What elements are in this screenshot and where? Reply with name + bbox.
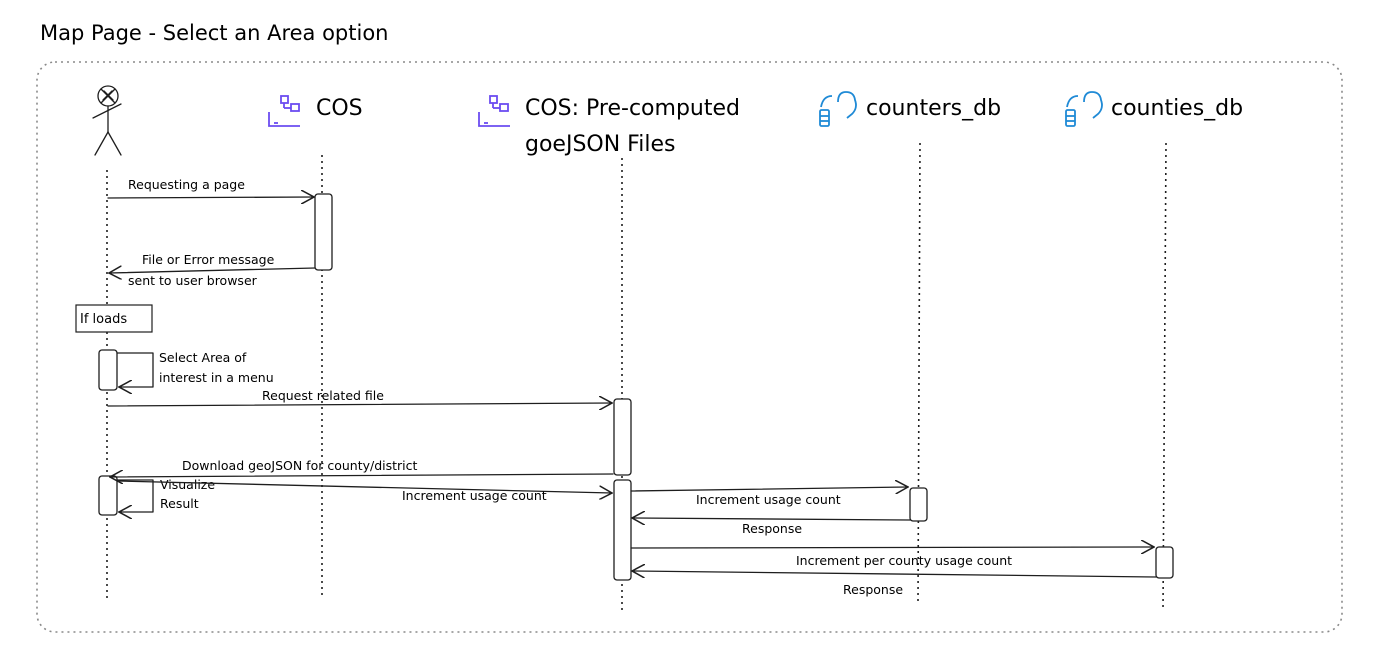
object-storage-icon [268,95,300,127]
activation-user-select [98,349,118,391]
participant-cos-geojson: COS: Pre-computed goeJSON Files [478,95,740,157]
activation-user-visualize [98,475,118,516]
participant-label: COS [316,96,363,121]
message-label: Request related file [262,388,384,403]
participant-label: counters_db [866,96,1001,121]
message-label: Increment usage count [402,488,547,503]
participant-cos: COS [268,95,363,127]
note-label: If loads [80,312,127,327]
cloud-database-icon [819,91,857,127]
message-label: Requesting a page [128,177,245,192]
note-if-loads: If loads [75,304,153,333]
message-label: Increment usage count [696,492,841,507]
participant-label: counties_db [1111,96,1243,121]
activation-geojson-count [613,479,632,581]
message-label-line1: File or Error message [142,252,275,267]
participant-label-line2: goeJSON Files [525,132,675,157]
message-label-line2: Result [160,496,199,511]
message-requesting-page: Requesting a page [107,177,314,198]
object-storage-icon [478,95,510,127]
message-label-line1: Visualize [160,477,215,492]
diagram-title: Map Page - Select an Area option [40,21,388,45]
message-label-line2: interest in a menu [159,370,274,385]
user-actor [92,85,122,156]
message-label-line2: sent to user browser [128,273,258,288]
message-file-or-error: File or Error message sent to user brows… [109,252,316,288]
activation-counters-db [909,487,928,522]
message-label: Response [742,521,802,536]
participant-counters-db: counters_db [819,91,1001,127]
lifeline-counters-db [917,142,921,603]
message-response-counters: Response [632,518,911,536]
cloud-database-icon [1065,91,1103,127]
message-request-related-file: Request related file [107,388,612,406]
message-label: Download geoJSON for county/district [182,458,418,473]
participant-label-line1: COS: Pre-computed [525,96,740,121]
message-select-area: Select Area of interest in a menu [116,350,274,387]
message-response-counties: Response [632,571,1157,597]
message-label: Response [843,582,903,597]
message-label-line1: Select Area of [159,350,247,365]
message-visualize-result: Visualize Result [116,477,215,512]
message-increment-counter: Increment usage count [630,487,908,507]
message-download-geojson: Download geoJSON for county/district [110,458,614,477]
stick-figure-icon [92,85,122,156]
activation-counties-db [1155,546,1174,579]
message-label: Increment per county usage count [796,553,1012,568]
message-increment-usage-count: Increment usage count [117,480,612,503]
lifeline-counties-db [1162,142,1167,611]
message-increment-per-county: Increment per county usage count [630,547,1154,568]
activation-cos [314,193,333,271]
activation-geojson-request [613,398,632,476]
participant-counties-db: counties_db [1065,91,1243,127]
